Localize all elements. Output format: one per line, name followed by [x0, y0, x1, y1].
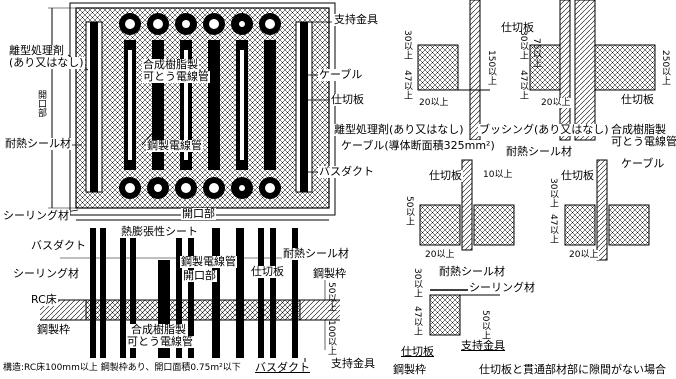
synthetic-conduit-right-2: 可とう電線管: [610, 135, 676, 148]
sealing-low-label: シーリング材: [12, 267, 80, 280]
partition-detail3-label: 仕切板: [560, 169, 595, 182]
plan-view: [47, 2, 336, 221]
fire-seal-low-label: 耐熱シール材: [282, 247, 350, 260]
fire-seal-label: 耐熱シール材: [4, 137, 72, 150]
bus-duct-bottom-label: バスダクト: [254, 361, 311, 374]
steel-conduit-low-label: 鋼製電線管: [180, 255, 237, 268]
footer-note: 構造:RC床100mm以上 鋼製枠あり、開口面積0.75m²以下: [3, 363, 241, 373]
dim-30b-label: 30以上: [412, 268, 422, 298]
dim-30-right-label: 30以上: [518, 30, 528, 60]
dim-10-label: 10以上: [482, 170, 514, 180]
rc-floor-label: RC床: [30, 293, 58, 306]
caption-right-label: 仕切板と貫通部材部に隙間がない場合: [478, 363, 667, 376]
intumescent-sheet-label: 熱膨張性シート: [120, 225, 199, 238]
bushing-label: ブッシング(あり又はなし): [478, 123, 610, 136]
bus-duct-low-label: バスダクト: [30, 239, 87, 252]
synthetic-conduit-right-1: 合成樹脂製: [610, 123, 667, 136]
synthetic-low-label-1: 合成樹脂製: [130, 323, 187, 336]
dim-20-right-label: 20以上: [540, 98, 572, 108]
dim-20-b-label: 20以上: [424, 250, 456, 260]
synthetic-low-label-2: 可とう電線管: [126, 335, 194, 348]
opening-low-label: 開口部: [182, 269, 217, 282]
support-bracket-bottom-label: 支持金具: [330, 357, 376, 370]
bus-duct-label: バスダクト: [318, 165, 375, 178]
partition-low-label: 仕切板: [250, 265, 285, 278]
sealing-c-label: シーリング材: [468, 281, 536, 294]
dim-20-label: 20以上: [418, 98, 450, 108]
synthetic-conduit-label-2: 可とう電線管: [142, 70, 210, 83]
release-agent-full-label: 離型処理剤(あり又はなし): [333, 123, 465, 136]
support-c-label: 支持金具: [460, 339, 506, 352]
synthetic-conduit-label-1: 合成樹脂製: [142, 58, 199, 71]
sealing-material-label: シーリング材: [2, 209, 70, 222]
steel-frame-low-label: 鋼製枠: [312, 267, 347, 280]
dim-47-right-label: 47以上: [518, 70, 528, 100]
partition-detail2-label: 仕切板: [428, 169, 463, 182]
fire-seal-detail-label: 耐熱シール材: [505, 145, 573, 158]
dim-47-label: 47以上: [402, 70, 412, 100]
partition-label: 仕切板: [330, 93, 365, 106]
dim-150-label: 150以上: [486, 50, 496, 86]
release-agent-label: 離型処理剤: [8, 44, 65, 57]
release-agent-sub-label: (あり又はなし): [8, 56, 85, 69]
steel-frame-c-label: 鋼製枠: [392, 363, 427, 376]
dim-30-c-label: 30以上: [548, 178, 558, 208]
cable-label: ケーブル: [318, 68, 364, 81]
dim-47-c-label: 47以上: [548, 214, 558, 244]
dim-20-c-label: 20以上: [568, 250, 600, 260]
opening-vertical-label: 開口部: [36, 90, 46, 117]
steel-conduit-label: 鋼製電線管: [146, 139, 203, 152]
elevation-view: [40, 228, 340, 370]
steel-frame-label: 鋼製枠: [36, 323, 71, 336]
dim-30-label: 30以上: [402, 30, 412, 60]
dim-100-label: 100以上: [326, 320, 336, 356]
opening-bottom-label: 開口部: [181, 207, 216, 220]
cable-detail-label: ケーブル: [620, 157, 666, 170]
dim-250-label: 250以上: [660, 50, 670, 86]
partition-c-label: 仕切板: [400, 345, 435, 358]
partition-detail-right-label: 仕切板: [620, 93, 655, 106]
fire-seal-c-label: 耐熱シール材: [438, 265, 506, 278]
partition-detail-label: 仕切板: [500, 21, 535, 34]
dim-47b-label: 47以上: [412, 306, 422, 336]
section-details: [417, 0, 656, 336]
dim-75-label: 75以上: [531, 38, 541, 68]
dim-50-low-label: 50以上: [326, 282, 336, 312]
support-bracket-label: 支持金具: [333, 13, 379, 26]
dim-50-label: 50以上: [404, 196, 414, 226]
dim-50b-label: 50以上: [480, 310, 490, 340]
cable-section-label: ケーブル(導体断面積325mm²): [340, 139, 496, 152]
